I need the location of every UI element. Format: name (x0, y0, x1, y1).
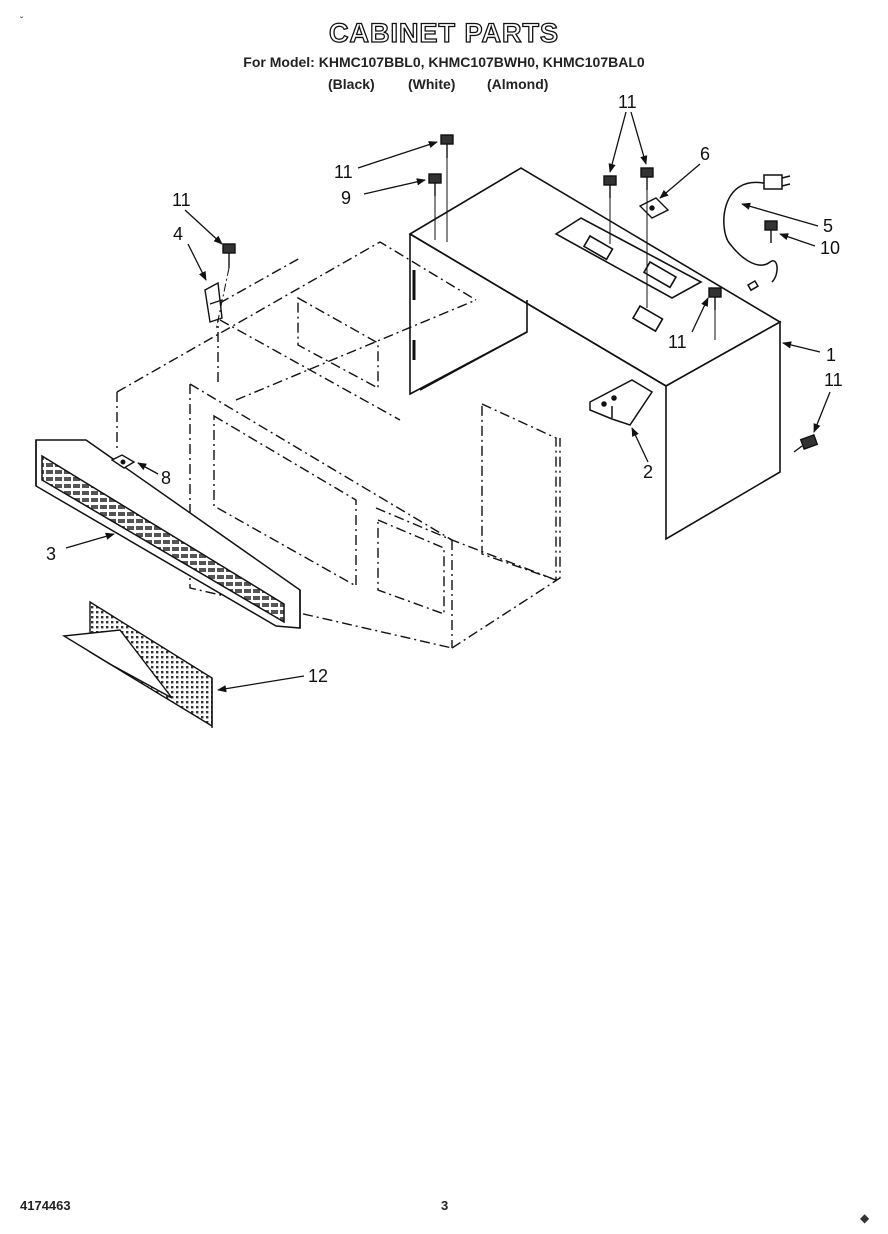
vent-filter (61, 600, 213, 728)
inner-cavity-outline (116, 241, 561, 649)
variant-black: (Black) (328, 76, 375, 92)
corner-mark: ˇ (20, 15, 24, 27)
screw (708, 287, 722, 310)
callout-12: 12 (308, 666, 328, 686)
callout-11: 11 (172, 190, 191, 210)
page-number: 3 (441, 1198, 449, 1213)
callout-10: 10 (820, 238, 840, 258)
power-cord-part-5 (723, 174, 791, 292)
callout-9: 9 (341, 188, 351, 208)
variant-almond: (Almond) (487, 76, 549, 92)
callout-5: 5 (823, 216, 833, 236)
cabinet-wrapper (408, 167, 782, 541)
screw (440, 134, 454, 158)
clip-part-8 (110, 454, 136, 469)
callout-11: 11 (618, 92, 637, 112)
model-list: For Model: KHMC107BBL0, KHMC107BWH0, KHM… (243, 54, 645, 70)
callout-11: 11 (668, 332, 687, 352)
callout-1: 1 (826, 345, 836, 365)
callout-8: 8 (161, 468, 171, 488)
callout-11: 11 (824, 370, 843, 390)
corner-mark: ◆ (860, 1211, 870, 1225)
screw (603, 175, 617, 198)
screw-guide-lines (215, 158, 716, 340)
side-bracket (589, 379, 654, 426)
callout-3: 3 (46, 544, 56, 564)
document-number: 4174463 (20, 1198, 71, 1213)
vent-grille (35, 439, 301, 629)
bracket-part-4 (204, 281, 223, 323)
screw (640, 167, 654, 190)
callout-2: 2 (643, 462, 653, 482)
callout-4: 4 (173, 224, 183, 244)
mounting-plate-part-6 (638, 197, 670, 219)
callout-6: 6 (700, 144, 710, 164)
screw (764, 220, 778, 243)
page-title: CABINET PARTS (328, 17, 559, 48)
screw (222, 243, 236, 268)
screw (428, 173, 442, 196)
callout-11: 11 (334, 162, 353, 182)
leader-arrows (65, 111, 831, 693)
variant-white: (White) (408, 76, 456, 92)
screw (793, 434, 819, 453)
